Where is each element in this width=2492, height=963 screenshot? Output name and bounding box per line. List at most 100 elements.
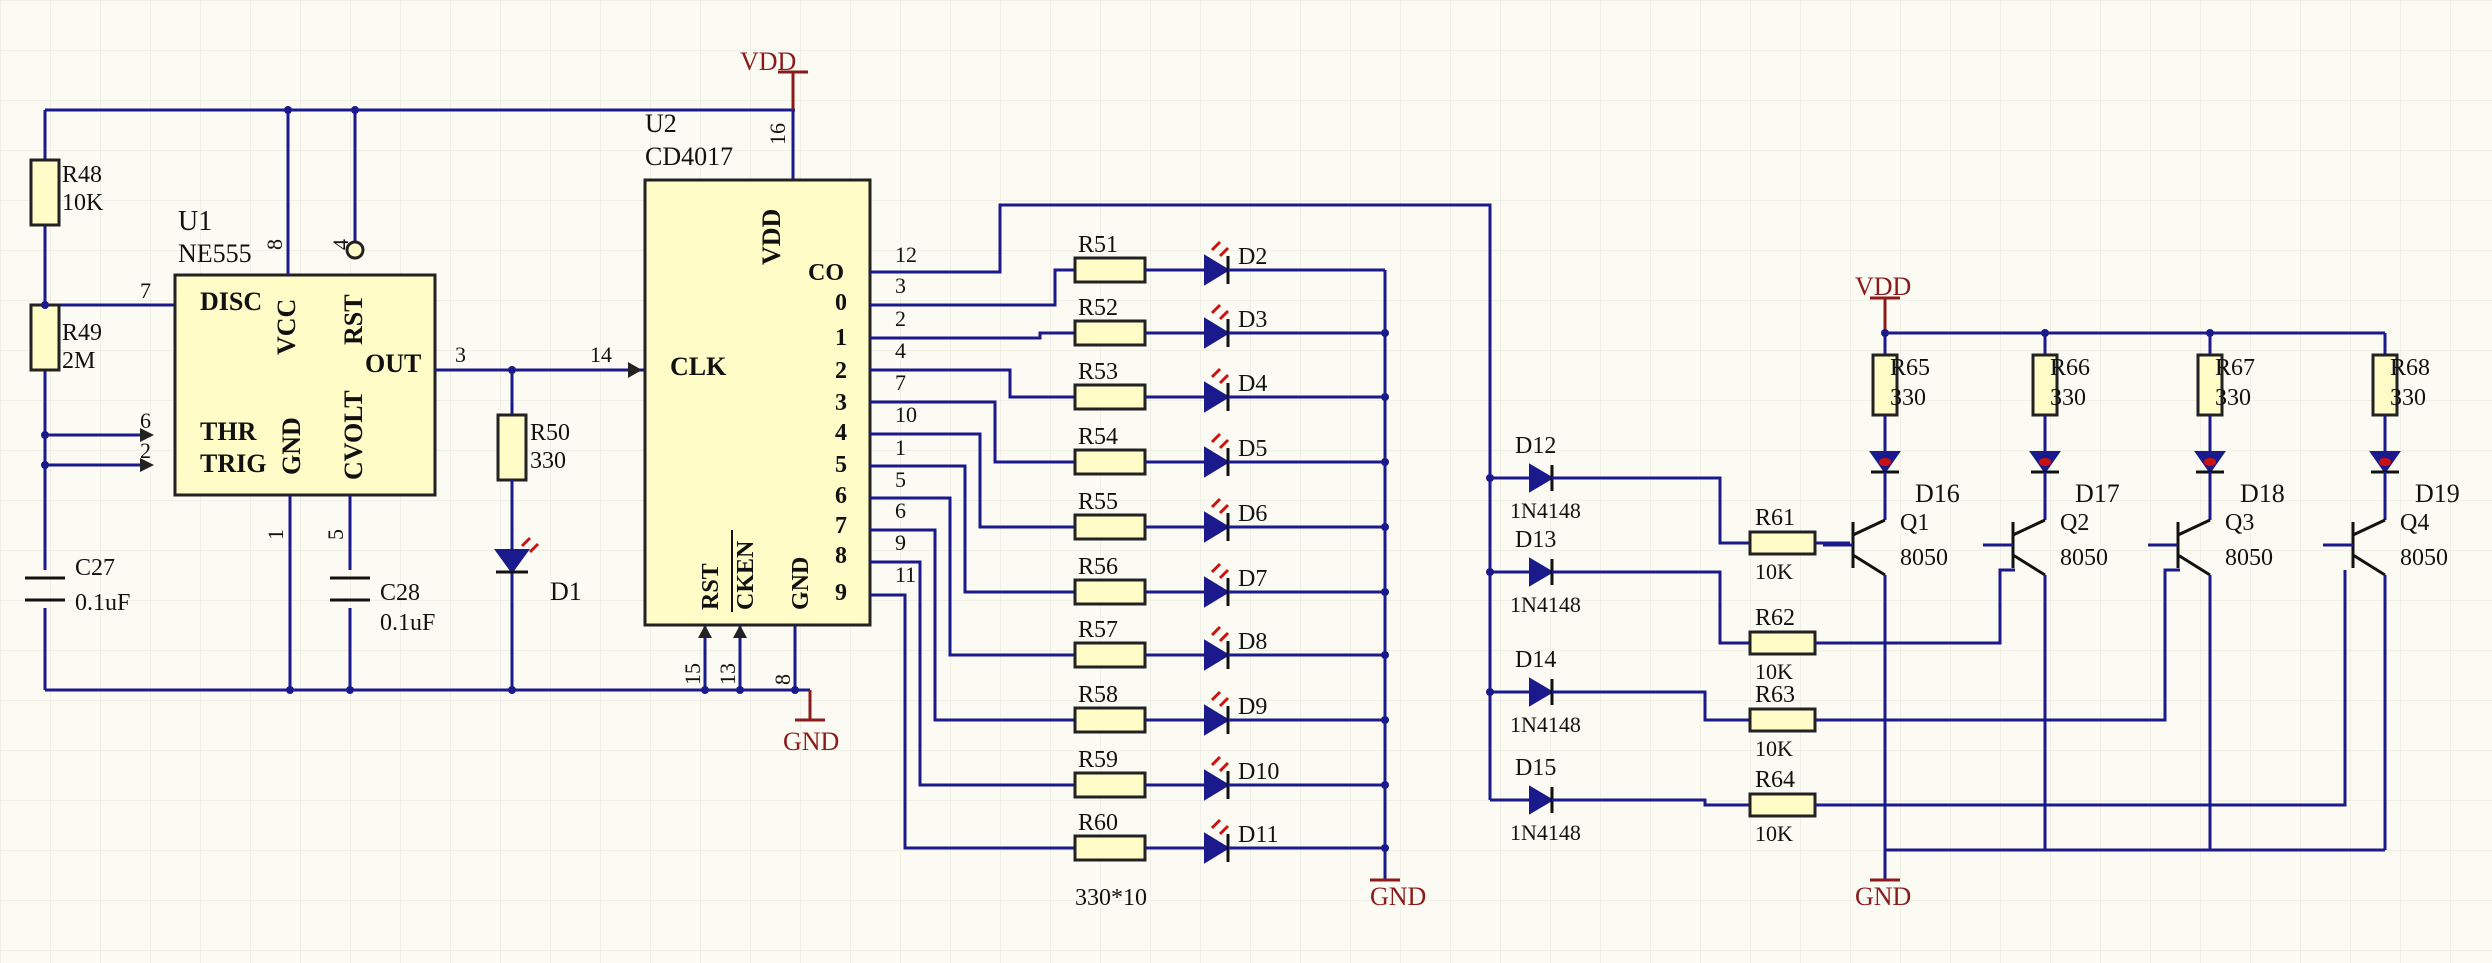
ladder-resistor [1073, 256, 1147, 284]
ladder-resistor-ref: R60 [1078, 810, 1118, 836]
u2-pin-gnd: GND [788, 557, 814, 610]
u2-pin-2: 2 [835, 358, 847, 384]
u2-num-5: 5 [895, 467, 906, 492]
gnd-label-drivers: GND [1855, 882, 1911, 911]
ladder-resistor [1073, 834, 1147, 862]
u1-pin-disc: DISC [200, 287, 262, 316]
diode-wire-out [1552, 690, 1750, 722]
ladder-led [1204, 317, 1230, 349]
transistor-ref: Q2 [2060, 510, 2089, 536]
ladder-resistor [1073, 641, 1147, 669]
ladder-led-rays [1210, 690, 1230, 708]
base-resistor-ref: R63 [1755, 682, 1795, 708]
transistor-val: 8050 [2400, 545, 2448, 571]
r48-val: 10K [62, 190, 104, 216]
u2-pin-co: CO [808, 260, 844, 286]
ladder-wire-in [870, 560, 1075, 787]
driver-led-glow [2039, 458, 2051, 466]
collector-resistor-val: 330 [2390, 385, 2426, 411]
ladder-led-ref: D8 [1238, 629, 1267, 655]
switch-diode-val: 1N4148 [1510, 712, 1581, 737]
ladder-led-ref: D9 [1238, 694, 1267, 720]
u1-pin-thr: THR [200, 417, 257, 446]
u1-pin-gnd: GND [277, 417, 306, 475]
transistor-val: 8050 [2225, 545, 2273, 571]
u1-pin-rst: RST [339, 294, 368, 345]
u2-num-2: 2 [895, 306, 906, 331]
transistor-leads [2177, 518, 2211, 577]
ladder-resistor [1073, 383, 1147, 411]
gnd-label-ladder: GND [1370, 882, 1426, 911]
u2-num-12: 12 [895, 242, 917, 267]
switch-diode [1529, 557, 1554, 587]
co-wire [870, 203, 1492, 480]
u2-num-11: 11 [895, 562, 916, 587]
ladder-resistor-ref: R53 [1078, 359, 1118, 385]
u1-pin-out: OUT [365, 349, 421, 378]
ladder-wire-in [870, 268, 1075, 307]
c27-ref: C27 [75, 555, 115, 581]
u1-chip [173, 273, 437, 497]
u2-ref: U2 [645, 109, 677, 138]
transistor-ref: Q1 [1900, 510, 1929, 536]
collector-resistor [2031, 353, 2059, 417]
collector-resistor [2196, 353, 2224, 417]
r49-resistor [29, 303, 61, 372]
u2-pin-clk: CLK [670, 352, 727, 381]
diode-wire-out [1552, 476, 1750, 545]
u2-num-10: 10 [895, 402, 917, 427]
u2-num-8: 8 [770, 674, 795, 685]
collector-resistor-ref: R67 [2215, 355, 2255, 381]
transistor-leads [2012, 518, 2046, 577]
driver-led-ref: D18 [2240, 479, 2285, 508]
u2-pin-cken: CKEN [733, 540, 759, 610]
switch-diode-val: 1N4148 [1510, 498, 1581, 523]
r49-val: 2M [62, 348, 95, 374]
u1-ref: U1 [178, 206, 212, 237]
diode-junction [1486, 568, 1494, 576]
ladder-led-rays [1210, 562, 1230, 580]
ladder-led [1204, 832, 1230, 864]
base-resistor [1748, 792, 1817, 818]
switch-diode [1529, 463, 1554, 493]
ladder-led-rays [1210, 240, 1230, 258]
u2-pin-rst: RST [698, 563, 724, 610]
switch-diode-ref: D15 [1515, 755, 1556, 781]
base-resistor [1748, 530, 1817, 556]
vdd-label-drivers: VDD [1855, 272, 1911, 301]
c28-capacitor [330, 576, 370, 602]
ladder-led-ref: D4 [1238, 371, 1267, 397]
driver-led-glow [1879, 458, 1891, 466]
ladder-resistor [1073, 513, 1147, 541]
r50-ref: R50 [530, 420, 570, 446]
u2-num-1: 1 [895, 435, 906, 460]
diode-wire-out [1552, 798, 1750, 807]
base-resistor-val: 10K [1755, 559, 1793, 584]
ladder-led [1204, 446, 1230, 478]
base-wire [1815, 570, 2347, 807]
ladder-led [1204, 511, 1230, 543]
ladder-resistor-ref: R52 [1078, 295, 1118, 321]
vdd-label-u2: VDD [740, 47, 796, 76]
u1-pin-cvolt: CVOLT [339, 390, 368, 480]
transistor-leads [1852, 518, 1886, 577]
ladder-led [1204, 769, 1230, 801]
ladder-resistor [1073, 578, 1147, 606]
u1-part: NE555 [178, 239, 252, 268]
c28-ref: C28 [380, 580, 420, 606]
u2-pin-6: 6 [835, 483, 847, 509]
ladder-resistor [1073, 319, 1147, 347]
rail-junction [2041, 329, 2049, 337]
ladder-led [1204, 381, 1230, 413]
u1-num-2: 2 [140, 438, 151, 463]
collector-resistor-val: 330 [2050, 385, 2086, 411]
transistor-val: 8050 [1900, 545, 1948, 571]
base-wire [1815, 568, 2180, 722]
r50-resistor [496, 413, 528, 482]
switch-diode-ref: D14 [1515, 647, 1556, 673]
base-wire [1815, 568, 2015, 645]
u1-num-4: 4 [328, 239, 353, 250]
base-resistor-ref: R64 [1755, 767, 1795, 793]
